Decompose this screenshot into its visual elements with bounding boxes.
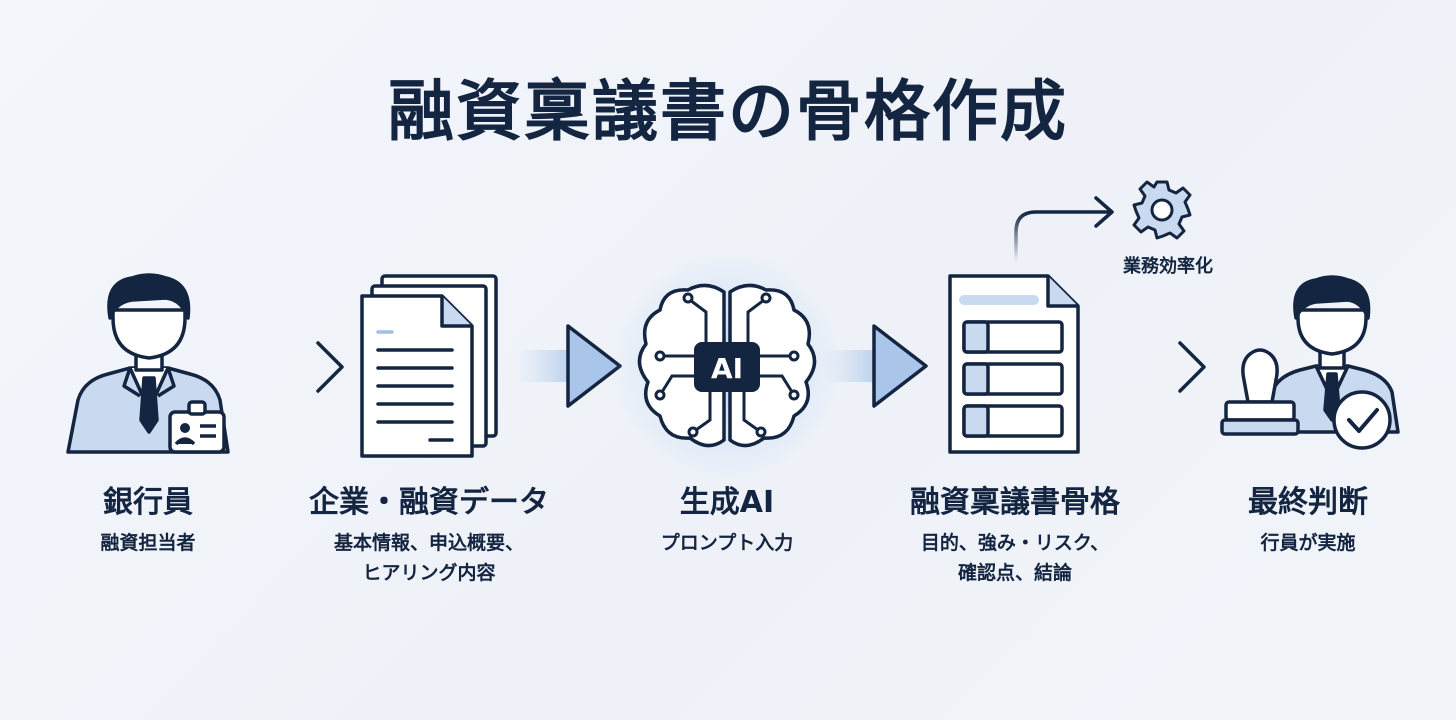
step-loan-skeleton: 融資稟議書骨格 目的、強み・リスク、 確認点、結論 [880, 484, 1150, 588]
step-generative-ai-desc: プロンプト入力 [622, 528, 832, 558]
step-banker: 銀行員 融資担当者 [48, 484, 248, 558]
banker-icon [66, 273, 230, 454]
step-company-data-desc: 基本情報、申込概要、 ヒアリング内容 [284, 528, 574, 588]
step-company-data-name: 企業・融資データ [309, 485, 549, 520]
gear-icon [1132, 180, 1192, 240]
step-loan-skeleton-desc-line: 確認点、結論 [957, 562, 1072, 584]
step-banker-desc: 融資担当者 [48, 528, 248, 558]
step-generative-ai-desc-line: プロンプト入力 [660, 532, 794, 554]
ai-chip-label: AI [711, 352, 743, 385]
documents-icon [360, 274, 498, 458]
efficiency-label: 業務効率化 [1123, 256, 1213, 277]
step-banker-name: 銀行員 [103, 485, 193, 520]
step-loan-skeleton-name: 融資稟議書骨格 [910, 485, 1120, 520]
step-final-decision-name: 最終判断 [1248, 485, 1368, 520]
step-company-data-desc-line: ヒアリング内容 [362, 562, 496, 584]
step-loan-skeleton-desc-line: 目的、強み・リスク、 [920, 532, 1110, 554]
arrow-4 [1100, 341, 1206, 393]
arrow-3 [826, 324, 928, 408]
arrow-2 [520, 324, 622, 408]
step-generative-ai: 生成AI プロンプト入力 [622, 484, 832, 558]
decision-maker-icon [1260, 275, 1400, 434]
page-title: 融資稟議書の骨格作成 [388, 73, 1068, 150]
step-final-decision-desc: 行員が実施 [1210, 528, 1406, 558]
efficiency-arrow [1014, 196, 1114, 264]
ai-brain-icon: AI [612, 251, 842, 481]
step-loan-skeleton-desc: 目的、強み・リスク、 確認点、結論 [880, 528, 1150, 588]
step-final-decision: 最終判断 行員が実施 [1210, 484, 1406, 558]
stamp-icon [1220, 348, 1300, 436]
step-company-data: 企業・融資データ 基本情報、申込概要、 ヒアリング内容 [284, 484, 574, 588]
loan-document-icon [948, 274, 1080, 454]
step-generative-ai-name: 生成AI [679, 485, 775, 520]
check-circle-icon [1332, 390, 1392, 450]
step-company-data-desc-line: 基本情報、申込概要、 [333, 532, 524, 554]
arrow-1 [238, 341, 344, 393]
step-final-decision-desc-line: 行員が実施 [1260, 532, 1356, 554]
step-banker-desc-line: 融資担当者 [100, 532, 196, 554]
